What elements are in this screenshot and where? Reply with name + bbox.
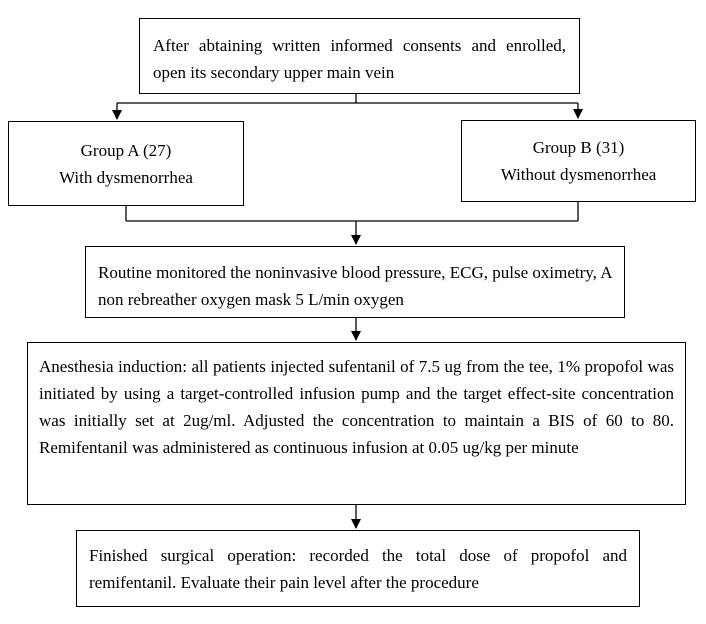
group-b-title: Group B (31) — [532, 138, 625, 157]
start-box: After abtaining written informed consent… — [139, 18, 580, 94]
monitoring-box-text: Routine monitored the noninvasive blood … — [98, 263, 612, 309]
finish-box-text: Finished surgical operation: recorded th… — [89, 546, 627, 592]
induction-box: Anesthesia induction: all patients injec… — [27, 342, 686, 505]
finish-box: Finished surgical operation: recorded th… — [76, 530, 640, 607]
induction-box-text: Anesthesia induction: all patients injec… — [39, 357, 674, 457]
group-a-title: Group A (27) — [80, 140, 172, 160]
group-b-subtitle: Without dysmenorrhea — [500, 165, 657, 184]
start-box-text: After abtaining written informed consent… — [153, 36, 566, 82]
group-b-box: Group B (31) Without dysmenorrhea — [461, 120, 696, 202]
group-a-subtitle: With dysmenorrhea — [59, 167, 193, 187]
monitoring-box: Routine monitored the noninvasive blood … — [85, 246, 625, 318]
group-a-box: Group A (27) With dysmenorrhea — [8, 121, 244, 206]
